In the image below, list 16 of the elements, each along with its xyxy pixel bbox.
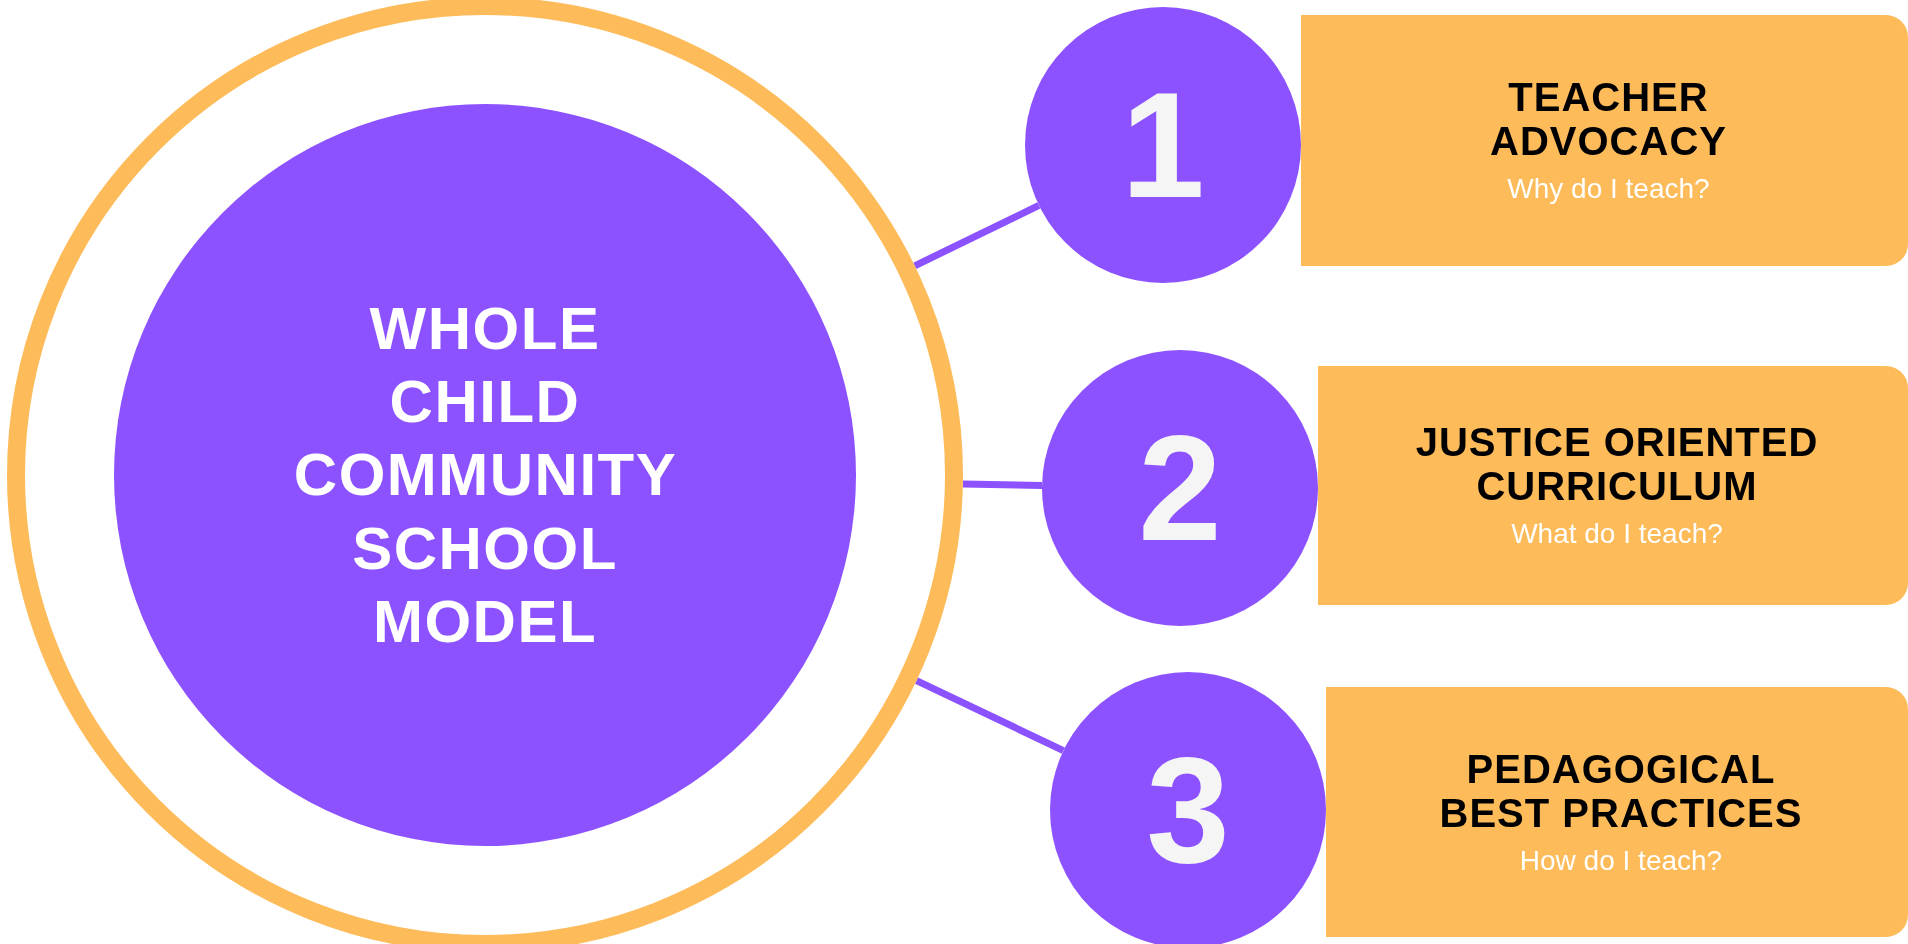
- step-card: [1318, 366, 1908, 605]
- step-number: 2: [1138, 413, 1222, 563]
- step-question: How do I teach?: [1519, 843, 1723, 878]
- step-number: 1: [1121, 70, 1205, 220]
- step-question: Why do I teach?: [1507, 172, 1710, 206]
- step-heading: PEDAGOGICAL BEST PRACTICES: [1438, 746, 1804, 835]
- step-card: [1326, 687, 1908, 937]
- step-heading: TEACHER ADVOCACY: [1489, 75, 1728, 163]
- step-question: What do I teach?: [1511, 517, 1723, 551]
- step-number: 3: [1146, 735, 1230, 885]
- step-heading: JUSTICE ORIENTED CURRICULUM: [1414, 420, 1820, 508]
- connector-line: [913, 202, 1041, 269]
- connector-line: [962, 480, 1043, 489]
- step-card: [1301, 15, 1908, 266]
- center-title: WHOLE CHILD COMMUNITY SCHOOL MODEL: [293, 294, 677, 657]
- connector-line: [915, 677, 1065, 754]
